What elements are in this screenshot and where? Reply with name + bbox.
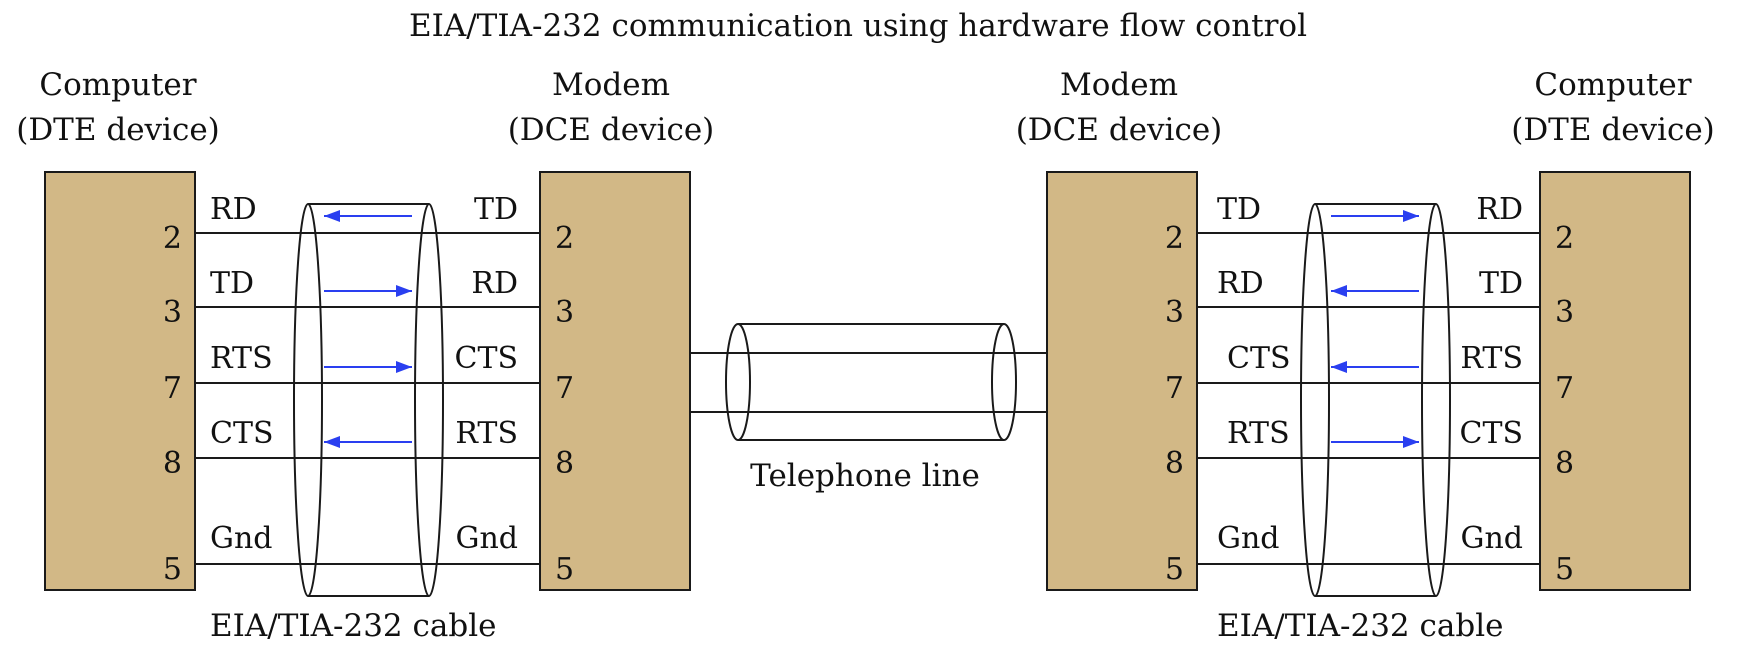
pin-number: 2: [1555, 221, 1574, 256]
right-modem-sublabel: (DCE device): [1016, 112, 1223, 148]
right-computer-pins: 2 3 7 8 5: [1555, 221, 1574, 587]
pin-number: 7: [555, 371, 574, 406]
telephone-line: [690, 323, 1047, 441]
right-dte-signal-label: RD: [1476, 192, 1523, 227]
right-computer-sublabel: (DTE device): [1511, 112, 1715, 148]
right-dce-signal-label: Gnd: [1217, 521, 1280, 556]
left-direction-arrows: [324, 210, 412, 448]
right-dce-signal-label: CTS: [1227, 341, 1291, 376]
right-computer-box: [1539, 171, 1691, 591]
right-modem-box: [1046, 171, 1198, 591]
right-dte-signal-labels: RD TD RTS CTS Gnd: [1459, 192, 1523, 556]
pin-number: 5: [1555, 552, 1574, 587]
right-cable-sheath: [1300, 203, 1451, 597]
left-dce-signal-label: Gnd: [456, 521, 519, 556]
right-dte-signal-label: RTS: [1460, 341, 1523, 376]
arrowhead: [1403, 436, 1419, 448]
left-dce-signal-label: CTS: [454, 341, 518, 376]
left-dce-signal-labels: TD RD CTS RTS Gnd: [454, 192, 518, 556]
left-dce-signal-label: TD: [474, 192, 518, 227]
left-dte-signal-label: CTS: [210, 416, 274, 451]
pin-number: 5: [555, 552, 574, 587]
right-dce-signal-labels: TD RD CTS RTS Gnd: [1217, 192, 1291, 556]
left-dte-signal-label: Gnd: [210, 521, 273, 556]
left-dce-signal-label: RD: [471, 266, 518, 301]
pin-number: 7: [1165, 371, 1184, 406]
right-dte-signal-label: TD: [1479, 266, 1523, 301]
pin-number: 8: [555, 446, 574, 481]
left-computer-sublabel: (DTE device): [16, 112, 220, 148]
right-dce-signal-label: TD: [1217, 192, 1261, 227]
arrowhead: [396, 361, 412, 373]
right-dce-signal-label: RTS: [1227, 416, 1290, 451]
pin-number: 3: [1555, 295, 1574, 330]
arrowhead: [324, 210, 340, 222]
right-computer-label: Computer: [1534, 67, 1691, 103]
left-dte-signal-labels: RD TD RTS CTS Gnd: [210, 192, 274, 556]
left-cable-label: EIA/TIA-232 cable: [210, 608, 496, 644]
pin-number: 5: [1165, 552, 1184, 587]
pin-number: 2: [1165, 221, 1184, 256]
left-computer-label: Computer: [39, 67, 196, 103]
right-cable-label: EIA/TIA-232 cable: [1217, 608, 1503, 644]
pin-number: 7: [163, 371, 182, 406]
pin-number: 5: [163, 552, 182, 587]
left-dte-signal-label: RTS: [210, 341, 273, 376]
arrowhead: [324, 436, 340, 448]
left-modem-sublabel: (DCE device): [508, 112, 715, 148]
pin-number: 3: [1165, 295, 1184, 330]
pin-number: 8: [1555, 446, 1574, 481]
arrowhead: [1403, 210, 1419, 222]
left-dce-signal-label: RTS: [455, 416, 518, 451]
pin-number: 3: [163, 295, 182, 330]
right-dce-signal-label: RD: [1217, 266, 1264, 301]
left-dte-signal-label: TD: [210, 266, 254, 301]
left-modem-label: Modem: [552, 67, 670, 103]
right-modem-label: Modem: [1060, 67, 1178, 103]
pin-number: 7: [1555, 371, 1574, 406]
right-direction-arrows: [1331, 210, 1419, 448]
right-modem-pins: 2 3 7 8 5: [1165, 221, 1184, 587]
right-dte-signal-label: Gnd: [1461, 521, 1524, 556]
left-cable-sheath: [293, 203, 444, 597]
diagram-title: EIA/TIA-232 communication using hardware…: [409, 8, 1307, 44]
pin-number: 8: [1165, 446, 1184, 481]
left-modem-box: [539, 171, 691, 591]
pin-number: 2: [163, 221, 182, 256]
pin-number: 2: [555, 221, 574, 256]
left-computer-box: [44, 171, 196, 591]
arrowhead: [1331, 285, 1347, 297]
arrowhead: [396, 285, 412, 297]
right-dte-signal-label: CTS: [1459, 416, 1523, 451]
pin-number: 3: [555, 295, 574, 330]
pin-number: 8: [163, 446, 182, 481]
left-dte-signal-label: RD: [210, 192, 257, 227]
arrowhead: [1331, 361, 1347, 373]
left-computer-pins: 2 3 7 8 5: [163, 221, 182, 587]
telephone-line-label: Telephone line: [750, 458, 980, 494]
left-modem-pins: 2 3 7 8 5: [555, 221, 574, 587]
